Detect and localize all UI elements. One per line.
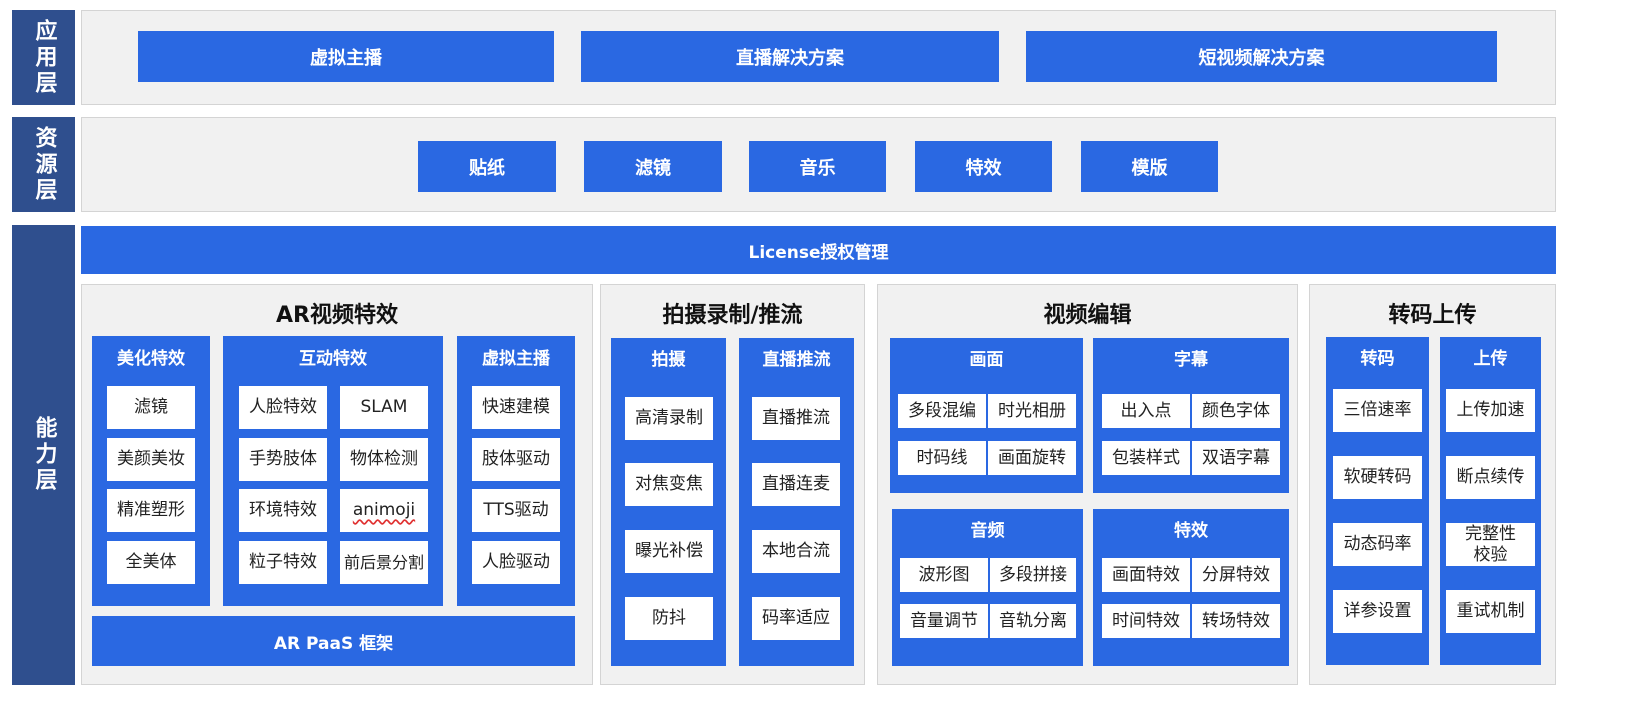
edit-audio-item[interactable]: 音量调节 (900, 604, 988, 638)
ar-interactive-item[interactable]: 前后景分割 (340, 541, 428, 584)
edit-effects-title: 特效 (1174, 521, 1208, 541)
ar-virtual-title: 虚拟主播 (482, 349, 550, 369)
app-short-video-solution[interactable]: 短视频解决方案 (1026, 31, 1497, 82)
capture-section-title: 拍摄录制/推流 (662, 303, 803, 328)
edit-subtitle-title: 字幕 (1174, 350, 1208, 370)
capture-live-item[interactable]: 直播连麦 (752, 463, 840, 506)
ar-interactive-item[interactable]: SLAM (340, 386, 428, 429)
capture-shoot-item[interactable]: 防抖 (625, 597, 713, 640)
resource-template[interactable]: 模版 (1081, 141, 1218, 192)
edit-subtitle-item[interactable]: 双语字幕 (1192, 441, 1280, 475)
ar-beauty-item[interactable]: 美颜美妆 (107, 438, 195, 481)
app-virtual-anchor[interactable]: 虚拟主播 (138, 31, 554, 82)
resource-filter[interactable]: 滤镜 (584, 141, 722, 192)
capture-live-item[interactable]: 直播推流 (752, 397, 840, 440)
capture-shoot-item[interactable]: 对焦变焦 (625, 463, 713, 506)
upload-item[interactable]: 断点续传 (1446, 456, 1535, 499)
edit-effects-item[interactable]: 画面特效 (1102, 558, 1190, 592)
edit-subtitle-item[interactable]: 出入点 (1102, 394, 1190, 428)
upload-item[interactable]: 上传加速 (1446, 389, 1535, 432)
transcode-item[interactable]: 软硬转码 (1333, 456, 1422, 499)
edit-effects-item[interactable]: 时间特效 (1102, 604, 1190, 638)
edit-subtitle-item[interactable]: 包装样式 (1102, 441, 1190, 475)
ar-interactive-item[interactable]: 物体检测 (340, 438, 428, 481)
capture-live-item[interactable]: 本地合流 (752, 530, 840, 573)
ar-paas-bar[interactable]: AR PaaS 框架 (92, 616, 575, 666)
upload-item[interactable]: 完整性 校验 (1446, 523, 1535, 566)
ar-virtual-item[interactable]: 肢体驱动 (472, 438, 560, 481)
resource-effect[interactable]: 特效 (915, 141, 1052, 192)
edit-audio-item[interactable]: 多段拼接 (990, 558, 1076, 592)
ar-interactive-item[interactable]: 人脸特效 (239, 386, 327, 429)
ar-virtual-item[interactable]: 人脸驱动 (472, 541, 560, 584)
edit-picture-item[interactable]: 时码线 (898, 441, 986, 475)
ar-beauty-title: 美化特效 (117, 349, 185, 369)
ar-virtual-item[interactable]: 快速建模 (472, 386, 560, 429)
edit-section-title: 视频编辑 (1043, 303, 1132, 328)
ar-interactive-item[interactable]: 环境特效 (239, 489, 327, 532)
edit-picture-item[interactable]: 多段混编 (898, 394, 986, 428)
upload-item[interactable]: 重试机制 (1446, 590, 1535, 633)
capture-shoot-title: 拍摄 (651, 350, 686, 370)
upload-group-title: 上传 (1473, 349, 1508, 369)
transcode-item[interactable]: 详参设置 (1333, 590, 1422, 633)
transcode-group-title: 转码 (1360, 349, 1395, 369)
license-bar[interactable]: License授权管理 (81, 226, 1556, 274)
ar-beauty-item[interactable]: 精准塑形 (107, 489, 195, 532)
ar-interactive-item[interactable]: 粒子特效 (239, 541, 327, 584)
edit-effects-item[interactable]: 转场特效 (1192, 604, 1280, 638)
edit-picture-title: 画面 (969, 350, 1004, 370)
transcode-section-title: 转码上传 (1388, 303, 1477, 328)
edit-audio-item[interactable]: 音轨分离 (990, 604, 1076, 638)
capture-shoot-item[interactable]: 高清录制 (625, 397, 713, 440)
ar-interactive-item[interactable]: animoji (340, 489, 428, 532)
ar-beauty-item[interactable]: 全美体 (107, 541, 195, 584)
ar-interactive-item[interactable]: 手势肢体 (239, 438, 327, 481)
capture-shoot-item[interactable]: 曝光补偿 (625, 530, 713, 573)
ar-beauty-item[interactable]: 滤镜 (107, 386, 195, 429)
ar-virtual-item[interactable]: TTS驱动 (472, 489, 560, 532)
ar-interactive-title: 互动特效 (299, 349, 367, 369)
edit-effects-item[interactable]: 分屏特效 (1192, 558, 1280, 592)
resource-music[interactable]: 音乐 (749, 141, 886, 192)
ar-section-title: AR视频特效 (276, 303, 398, 328)
capture-live-item[interactable]: 码率适应 (752, 597, 840, 640)
transcode-item[interactable]: 动态码率 (1333, 523, 1422, 566)
animoji-text: animoji (352, 500, 416, 520)
capture-live-title: 直播推流 (762, 350, 831, 370)
edit-audio-title: 音频 (970, 521, 1005, 541)
row-label-app: 应用层 (12, 10, 75, 105)
app-live-solution[interactable]: 直播解决方案 (581, 31, 999, 82)
row-label-resource: 资源层 (12, 117, 75, 212)
edit-subtitle-item[interactable]: 颜色字体 (1192, 394, 1280, 428)
transcode-item[interactable]: 三倍速率 (1333, 389, 1422, 432)
resource-sticker[interactable]: 贴纸 (418, 141, 556, 192)
edit-picture-item[interactable]: 时光相册 (988, 394, 1076, 428)
row-label-ability: 能力层 (12, 225, 75, 685)
edit-audio-item[interactable]: 波形图 (900, 558, 988, 592)
edit-picture-item[interactable]: 画面旋转 (988, 441, 1076, 475)
